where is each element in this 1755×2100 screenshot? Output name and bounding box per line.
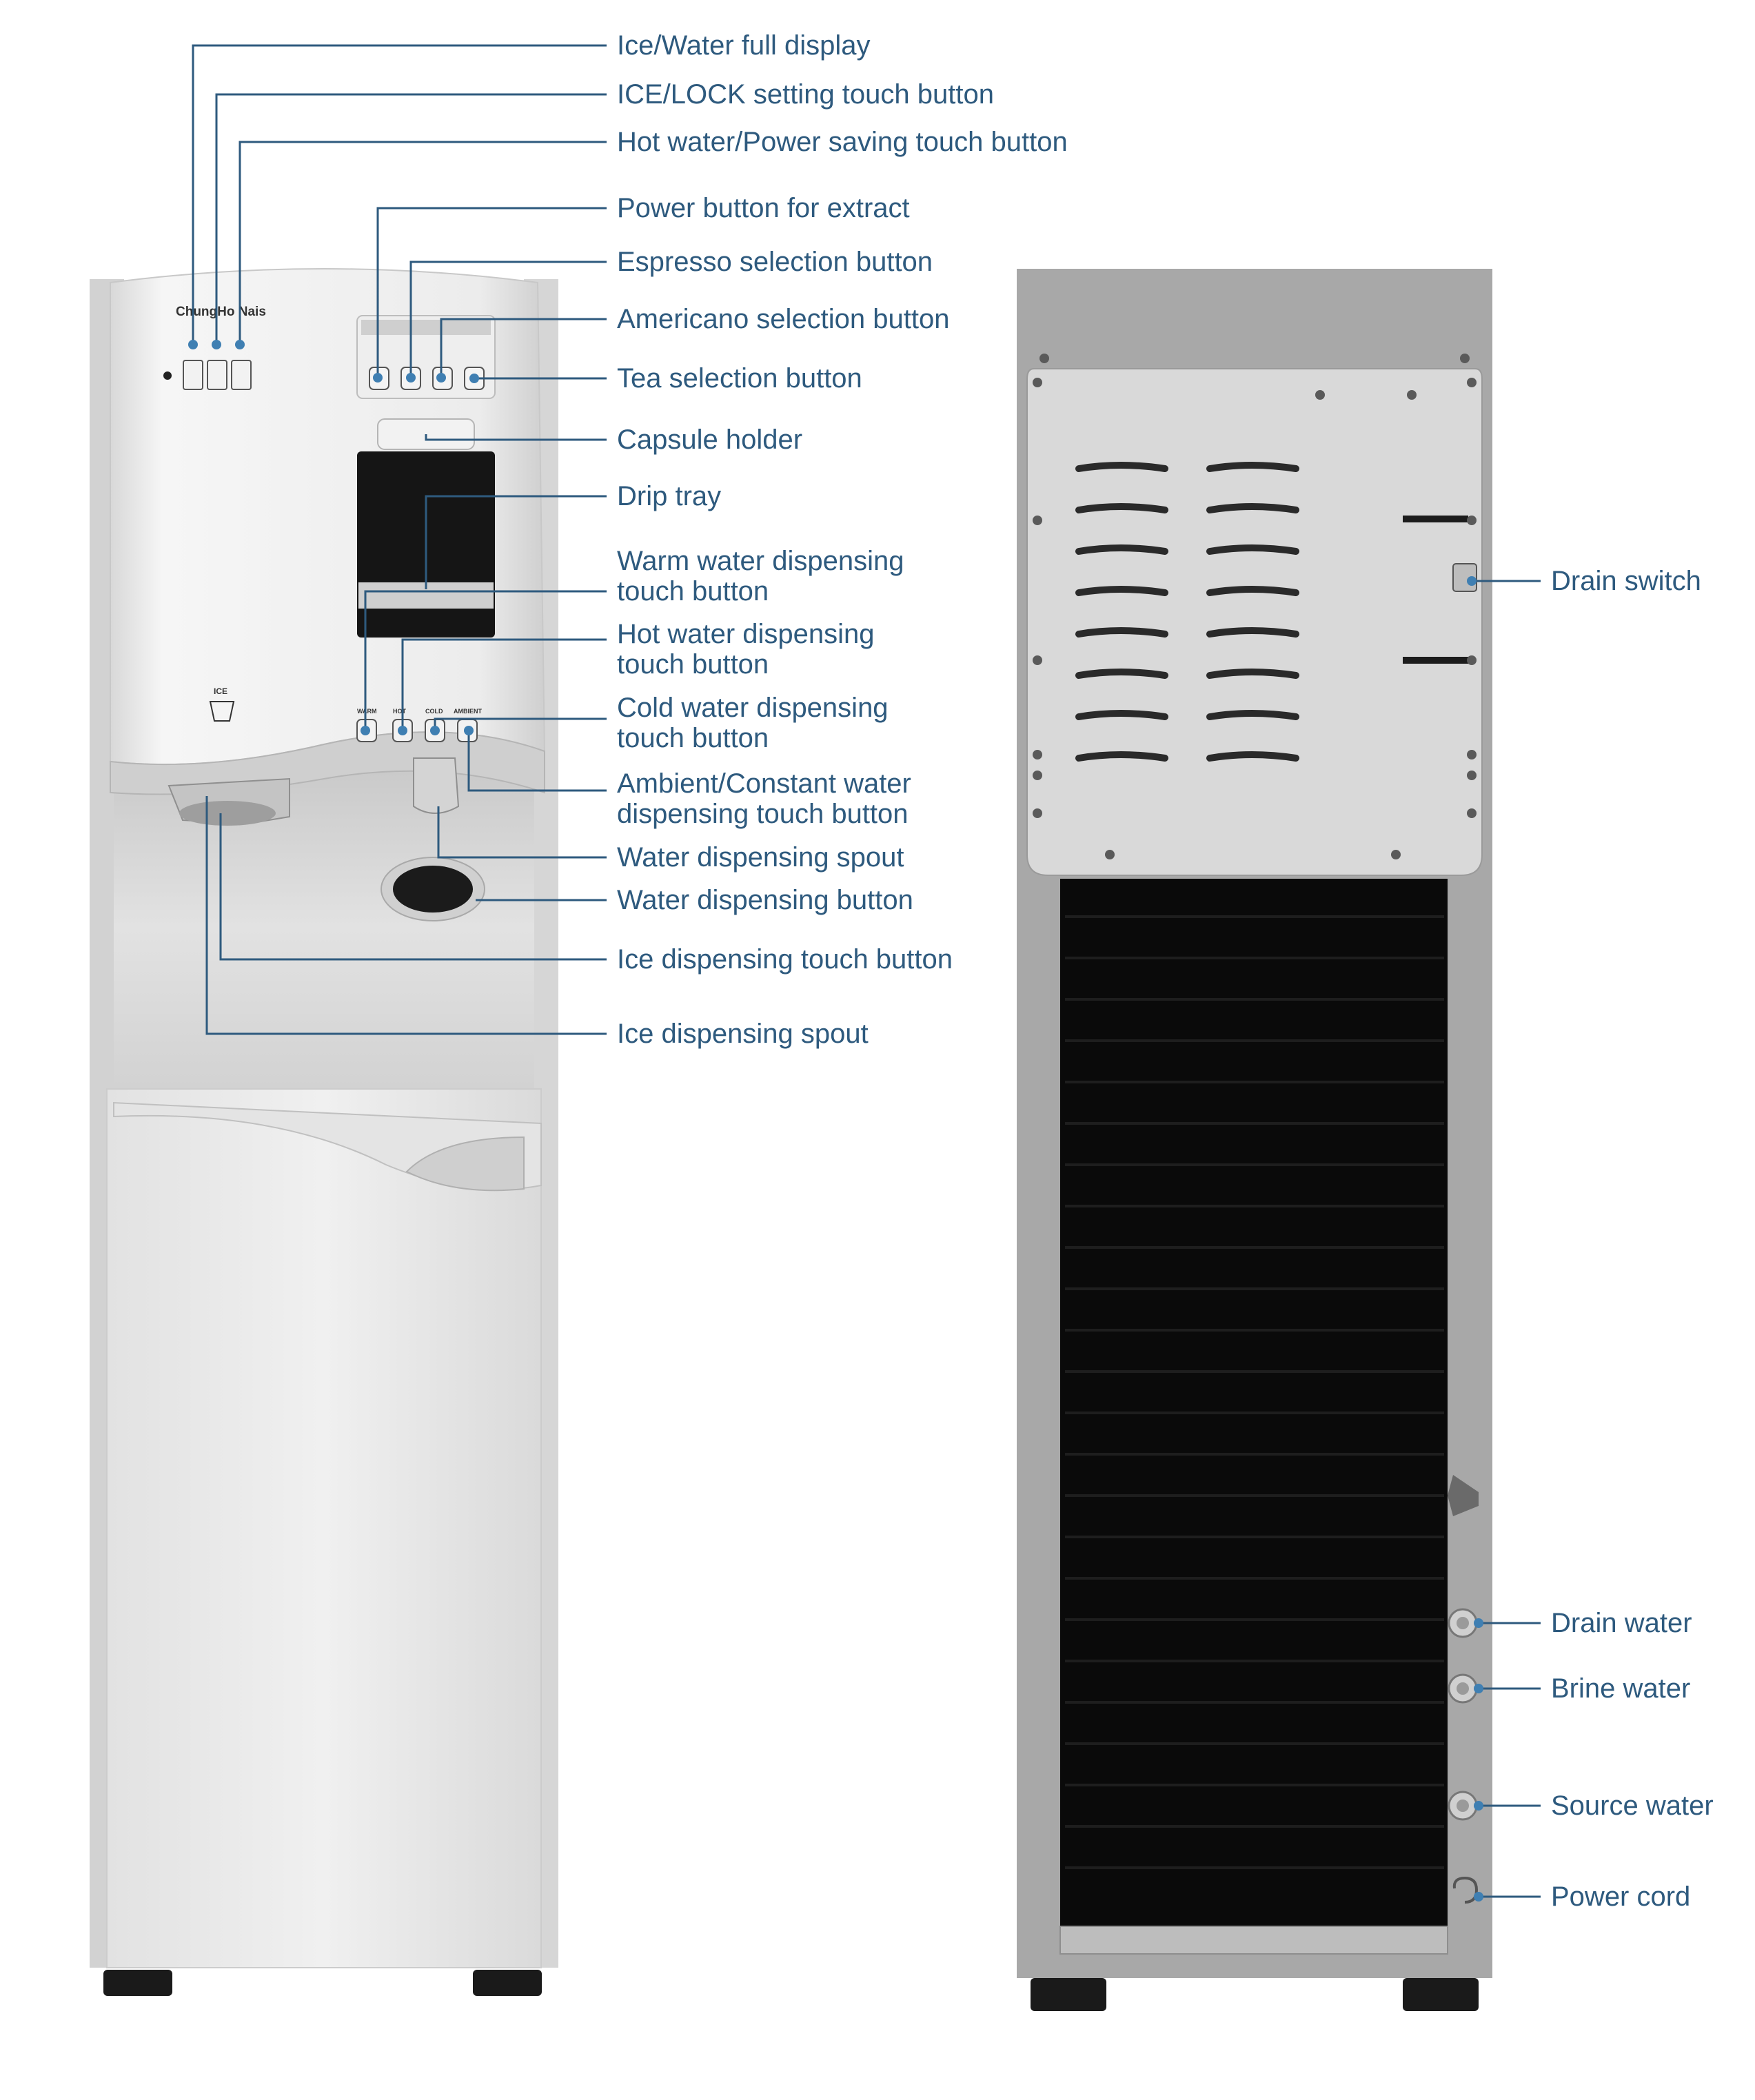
back-interior-lines: [1065, 915, 1444, 1869]
label-cold-water-touch-button: Cold water dispensing touch button: [617, 693, 889, 753]
label-power-cord: Power cord: [1551, 1882, 1691, 1912]
back-top-panel: [1026, 368, 1483, 876]
cold-label: COLD: [425, 708, 443, 715]
ambient-label: AMBIENT: [454, 708, 482, 715]
power-cord-icon: [1452, 1876, 1479, 1904]
brand-logo: ChungHo Nais: [176, 305, 266, 319]
label-ice-dispensing-spout: Ice dispensing spout: [617, 1019, 869, 1049]
back-slot-upper: [1403, 516, 1468, 522]
label-ambient-water-touch-button: Ambient/Constant water dispensing touch …: [617, 768, 911, 829]
top-touch-buttons: [183, 360, 252, 390]
back-view: [1017, 269, 1492, 2011]
back-foot-right: [1403, 1978, 1479, 2011]
ice-water-full-display: [183, 360, 203, 390]
label-hot-water-touch-button: Hot water dispensing touch button: [617, 619, 875, 680]
capsule-panel: [356, 315, 496, 399]
label-tea-button: Tea selection button: [617, 363, 862, 394]
ice-text: ICE: [214, 686, 227, 696]
indicator-dot: [163, 371, 172, 380]
label-drain-water: Drain water: [1551, 1608, 1692, 1638]
label-brine-water: Brine water: [1551, 1673, 1691, 1704]
label-ice-lock-touch-button: ICE/LOCK setting touch button: [617, 79, 994, 110]
label-source-water: Source water: [1551, 1791, 1714, 1821]
capsule-panel-strip: [361, 320, 491, 335]
label-water-dispensing-spout: Water dispensing spout: [617, 842, 904, 873]
warm-label: WARM: [357, 708, 377, 715]
front-drain-cup: [405, 1136, 525, 1192]
back-interior: [1060, 879, 1448, 1926]
back-side-valve: [1448, 1475, 1479, 1516]
label-water-dispensing-button: Water dispensing button: [617, 885, 913, 915]
label-drain-switch: Drain switch: [1551, 566, 1701, 596]
label-capsule-holder: Capsule holder: [617, 425, 803, 455]
label-power-button-extract: Power button for extract: [617, 193, 910, 223]
back-slot-lower: [1403, 657, 1468, 664]
front-view: ChungHo Nais ICE WARM HOT COLD AMBIENT: [90, 268, 558, 1996]
front-foot-right: [473, 1970, 542, 1996]
label-espresso-button: Espresso selection button: [617, 247, 933, 277]
callout-dots: [188, 340, 1483, 1902]
label-ice-water-full-display: Ice/Water full display: [617, 30, 871, 61]
ice-spout-opening: [179, 801, 276, 826]
label-ice-dispensing-touch-button: Ice dispensing touch button: [617, 944, 953, 975]
ice-cup-icon: [209, 701, 235, 722]
ice-lock-touch-button[interactable]: [207, 360, 227, 390]
front-lower-cabinet: [106, 1088, 542, 1968]
back-foot-left: [1031, 1978, 1106, 2011]
front-dispense-recess: [114, 765, 534, 1089]
label-drip-tray: Drip tray: [617, 481, 722, 511]
back-bottom-rail: [1059, 1926, 1448, 1955]
back-screws: [1033, 354, 1477, 859]
back-vents: [1075, 462, 1299, 762]
callout-lines: [192, 44, 1541, 1898]
front-foot-left: [103, 1970, 172, 1996]
label-hot-water-power-saving: Hot water/Power saving touch button: [617, 127, 1068, 157]
capsule-buttons: [369, 367, 485, 390]
label-americano-button: Americano selection button: [617, 304, 950, 334]
hot-label: HOT: [393, 708, 407, 715]
label-warm-water-touch-button: Warm water dispensing touch button: [617, 546, 904, 606]
water-dispensing-spout: [413, 757, 460, 814]
water-dispensing-button[interactable]: [393, 866, 473, 913]
hot-water-power-saving-touch-button[interactable]: [231, 360, 252, 390]
